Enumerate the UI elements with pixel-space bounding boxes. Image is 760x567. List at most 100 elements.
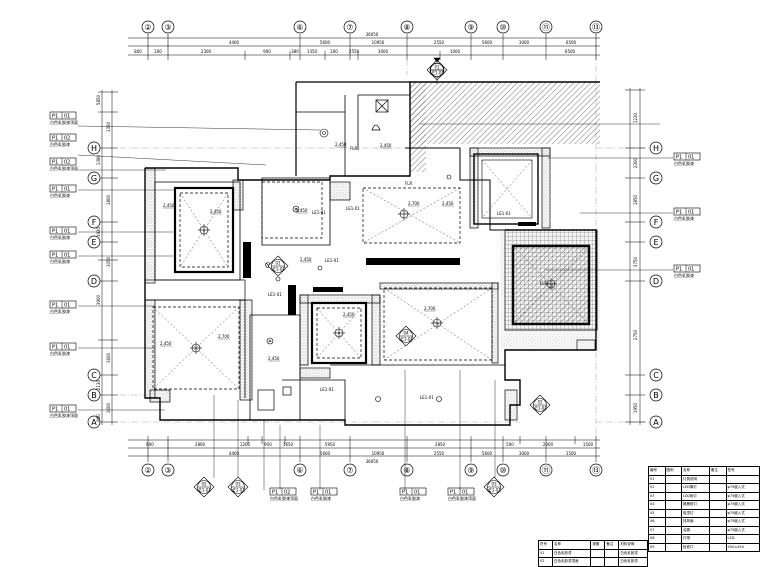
area-code-label: LE1-01: [312, 210, 326, 215]
section-number: 01: [275, 261, 281, 266]
axis-bubble-right: B: [649, 388, 663, 402]
bottom-dimension-lines: [128, 436, 600, 462]
legend-cell: [709, 474, 727, 484]
dim-text-left: 1800: [106, 194, 111, 205]
legend-header-cell: 型号: [725, 466, 760, 476]
material-table-cell: 材料说明: [618, 540, 648, 550]
axis-label: ⑩: [499, 23, 506, 32]
dim-text-bottom: 3000: [519, 451, 530, 456]
dim-text-top-inner: 380: [291, 49, 299, 54]
ceiling-height-label: 2,450: [160, 341, 172, 346]
axis-label: E: [653, 238, 658, 247]
axis-bubble-top: ⑬: [589, 20, 603, 34]
axis-bubble-right: C: [649, 368, 663, 382]
axis-bubble-top: ③: [161, 20, 175, 34]
axis-bubble-left: B: [87, 388, 101, 402]
legend-cell: [709, 508, 727, 518]
section-ref: LE1-01: [487, 488, 501, 493]
material-table-cell: 01: [538, 548, 553, 558]
axis-bubble-left: H: [87, 141, 101, 155]
legend-cell: LED射灯: [680, 491, 711, 501]
dim-text-bottom-inner: 5950: [325, 442, 336, 447]
sanitary-fixtures: [257, 99, 596, 411]
tag-text: 白色乳胶漆: [50, 308, 70, 314]
axis-label: A: [91, 418, 97, 427]
dim-text-bottom: 5600: [320, 451, 331, 456]
axis-bubble-left: D: [87, 274, 101, 288]
axis-bubble-right: F: [649, 215, 663, 229]
tag-text: 白色乳胶漆顶面: [448, 495, 476, 501]
axis-bubble-right: G: [649, 171, 663, 185]
area-code-label: LE1-01: [268, 292, 282, 297]
tag-number: 01: [325, 490, 331, 496]
legend-cell: 02: [648, 483, 666, 493]
section-number: 01: [434, 65, 440, 70]
legend-cell: 排风扇: [680, 517, 711, 527]
tag-text: 白色乳胶漆: [400, 495, 420, 501]
tag-number: 01: [64, 253, 70, 259]
axis-bubble-top: ⑥: [293, 20, 307, 34]
tag-number: 01: [688, 155, 694, 161]
legend-cell: [664, 491, 682, 501]
legend-header-row: 编号图例名称备注型号: [648, 466, 760, 476]
section-ref: LE1-01: [231, 488, 245, 493]
legend-header-cell: 名称: [680, 466, 711, 476]
tag-text: 白色乳胶漆: [50, 234, 70, 240]
tag-number: 01: [64, 345, 70, 351]
axis-label: ⑬: [592, 23, 600, 32]
dim-text-bottom-inner: 1200: [240, 442, 251, 447]
ceiling-height-label: 2,450: [163, 203, 175, 208]
dim-text-top: 6500: [566, 40, 577, 45]
dim-text-top-inner: 1000: [450, 49, 461, 54]
legend-cell: [709, 491, 727, 501]
dim-text-bottom: 10950: [372, 451, 385, 456]
dim-text-top-inner: 200: [330, 49, 338, 54]
axis-bubble-bottom: ③: [161, 463, 175, 477]
legend-cell: 05: [648, 508, 666, 518]
section-ref: LE1-01: [533, 406, 547, 411]
ceiling-lamp-symbols: [190, 128, 557, 402]
ceiling-height-label: 2,450: [335, 142, 347, 147]
axis-bubble-right: D: [649, 274, 663, 288]
axis-label: H: [91, 144, 97, 153]
legend-cell: φ75嵌入式: [725, 508, 760, 518]
axis-bubble-top: ⑦: [343, 20, 357, 34]
dim-text-top-inner: 6500: [565, 49, 576, 54]
dim-text-bottom-inner: 2850: [435, 442, 446, 447]
axis-bubble-bottom: ⑨: [464, 463, 478, 477]
axis-label: ⑨: [467, 23, 474, 32]
legend-cell: 07: [648, 525, 666, 535]
legend-cell: [664, 542, 682, 552]
axis-label: ⑬: [592, 466, 600, 475]
dim-total-bottom: 36050: [366, 459, 379, 464]
right-dimension-lines: [625, 88, 645, 425]
leader-lines: [77, 123, 673, 490]
axis-bubble-top: ⑧: [400, 20, 414, 34]
dim-text-top-inner: 200: [154, 49, 162, 54]
legend-cell: φ75嵌入式: [725, 483, 760, 493]
area-code-label: LE1-01: [325, 258, 339, 263]
dim-text-bottom: 4400: [229, 451, 240, 456]
legend-header-cell: 编号: [648, 466, 666, 476]
legend-cell: 08: [648, 534, 666, 544]
dim-text-right: 2300: [633, 157, 638, 168]
legend-cell: 01: [648, 474, 666, 484]
legend-cell: [725, 474, 760, 484]
tag-code: P1: [52, 160, 58, 166]
material-table-cell: [604, 548, 620, 558]
